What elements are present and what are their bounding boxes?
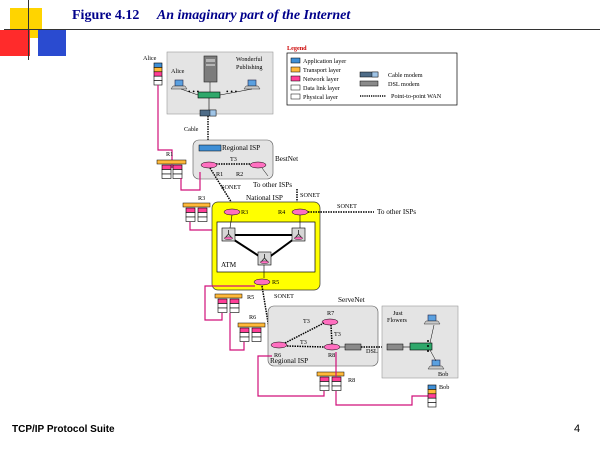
alice-host-label: Alice — [143, 55, 157, 62]
legend-ptp-wan: Point-to-point WAN — [391, 93, 442, 100]
slide-title: Figure 4.12 An imaginary part of the Int… — [72, 8, 350, 24]
svg-text:• • •: • • • — [226, 88, 238, 96]
cable-label: Cable — [184, 126, 199, 133]
sonet-label-4: SONET — [274, 293, 294, 300]
legend-physical: Physical layer — [303, 94, 338, 101]
router-r1-icon — [200, 161, 218, 169]
to-other-isps-2: To other ISPs — [377, 208, 416, 216]
legend: Legend Application layer Transport layer… — [286, 45, 458, 106]
svg-text:• • •: • • • — [188, 88, 200, 96]
national-isp-label: National ISP — [246, 194, 283, 202]
servenet-regional-isp: ServeNet R6 R7 R8 T3 T3 T3 Regional ISP — [267, 296, 379, 367]
server-icon — [203, 55, 218, 83]
footer-book-title: TCP/IP Protocol Suite — [12, 424, 115, 435]
sonet-label-1: SONET — [221, 184, 241, 191]
router-r3-label: R3 — [241, 209, 248, 216]
router-r3-icon — [223, 208, 241, 216]
legend-datalink: Data link layer — [303, 85, 340, 92]
bestnet-regional-isp: Regional ISP BestNet T3 R1 R2 — [192, 139, 298, 180]
t3-label: T3 — [230, 156, 237, 163]
t3-label-3: T3 — [334, 331, 341, 338]
sonet-label-2: SONET — [300, 192, 320, 199]
router-r6-icon — [270, 341, 288, 349]
r6-stack-label: R6 — [249, 314, 256, 321]
bob-lan: Just Flowers Bob — [381, 305, 459, 379]
r5-stack-label: R5 — [247, 294, 254, 301]
bestnet-label: BestNet — [275, 155, 298, 163]
just-flowers-label-2: Flowers — [387, 317, 408, 324]
figure-number: Figure 4.12 — [72, 8, 140, 23]
router-r5-icon — [253, 278, 271, 286]
dsl-label: DSL — [366, 348, 378, 355]
legend-network: Network layer — [303, 76, 339, 83]
router-r4-label: R4 — [278, 209, 285, 216]
router-r7-label: R7 — [327, 310, 334, 317]
atm-switch-icon — [257, 251, 272, 266]
router-r2-label: R2 — [236, 171, 243, 178]
alice-protocol-stack — [153, 62, 163, 86]
t3-label-4: T3 — [300, 339, 307, 346]
corner-decoration — [0, 0, 600, 60]
bob-lan-label: Bob — [438, 371, 448, 378]
home-switch-icon — [409, 342, 433, 351]
bob-protocol-stack — [427, 384, 437, 408]
router-r1-label: R1 — [216, 171, 223, 178]
dsl-modem-isp-icon — [344, 343, 362, 351]
r8-stack-label: R8 — [348, 377, 355, 384]
legend-application: Application layer — [303, 58, 346, 65]
lan-switch-icon — [197, 91, 221, 99]
router-r8-label: R8 — [328, 352, 335, 359]
legend-dsl-modem: DSL modem — [388, 81, 420, 88]
national-isp: National ISP R3 R4 ATM R5 — [211, 194, 321, 291]
bob-host-label: Bob — [439, 384, 449, 391]
legend-title: Legend — [287, 45, 307, 52]
router-r8-icon — [323, 343, 341, 351]
alice-lan: Alice Alice Wonderful Publishing • • • •… — [143, 51, 274, 117]
dsl-modem-home-icon — [386, 343, 404, 351]
t3-label-2: T3 — [303, 318, 310, 325]
r1-stack-label: R1 — [166, 151, 173, 158]
atm-label: ATM — [221, 261, 237, 269]
alice-lan-label: Alice — [171, 68, 185, 75]
wonderful-label-1: Wonderful — [236, 56, 263, 63]
router-r7-icon — [321, 318, 339, 326]
page-number: 4 — [574, 423, 581, 435]
legend-cable-modem: Cable modem — [388, 72, 423, 79]
figure-title: An imaginary part of the Internet — [156, 8, 351, 23]
r3-stack-label: R3 — [198, 195, 205, 202]
wonderful-label-2: Publishing — [236, 64, 262, 71]
router-r5-label: R5 — [272, 279, 279, 286]
router-r2-icon — [249, 161, 267, 169]
legend-transport: Transport layer — [303, 67, 341, 74]
servenet-label: ServeNet — [338, 296, 365, 304]
regional-isp-bottom-label: Regional ISP — [270, 357, 308, 365]
sonet-label-3: SONET — [337, 203, 357, 210]
to-other-isps-1: To other ISPs — [253, 181, 292, 189]
just-flowers-label-1: Just — [393, 310, 403, 317]
router-r4-icon — [291, 208, 309, 216]
atm-switch-icon — [291, 227, 306, 242]
router-r6-label: R6 — [274, 352, 281, 359]
regional-isp-top-label: Regional ISP — [222, 144, 260, 152]
atm-switch-icon — [221, 227, 236, 242]
